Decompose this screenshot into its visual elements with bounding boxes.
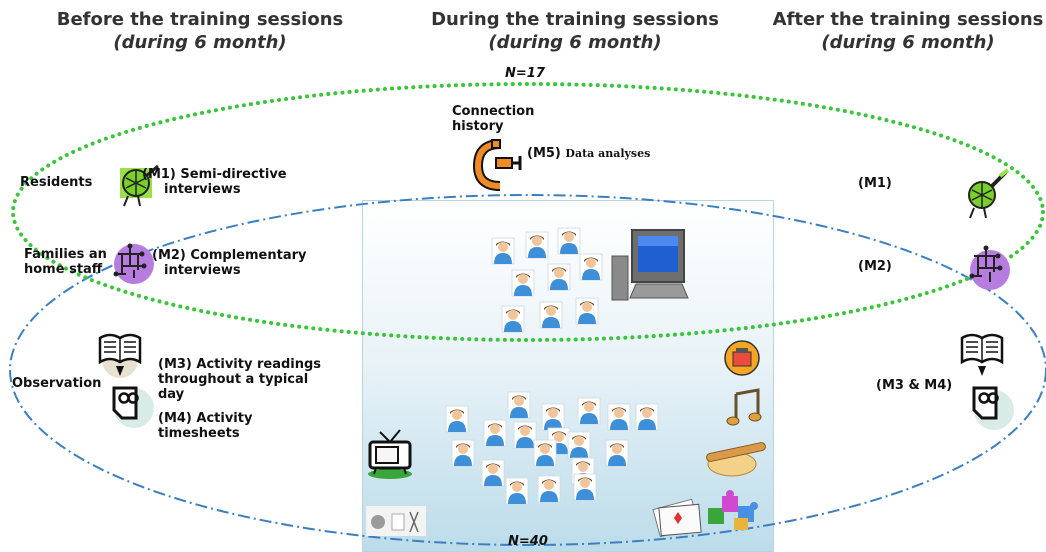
m4-label-line1: (M4) Activity xyxy=(158,411,253,426)
m1-label-line1: (M1) Semi-directive xyxy=(142,167,287,182)
computer-icon xyxy=(611,229,689,301)
m3-label-line2: throughout a typical xyxy=(158,372,309,387)
header-during: During the training sessions (during 6 m… xyxy=(410,8,740,54)
m3-label: (M3) Activity readings throughout a typi… xyxy=(158,357,321,402)
person-icon xyxy=(579,253,603,281)
person-icon xyxy=(635,403,659,431)
group-n40-label: N=40 xyxy=(508,534,548,549)
cards-icon xyxy=(652,498,702,538)
person-icon xyxy=(501,305,525,333)
right-m2-label: (M2) xyxy=(858,259,892,274)
person-icon xyxy=(483,419,507,447)
m5-text: Data analyses xyxy=(565,147,651,160)
person-icon xyxy=(481,459,505,487)
header-during-title: During the training sessions xyxy=(431,9,719,30)
residents-label: Residents xyxy=(20,175,93,190)
header-after-subtitle: (during 6 month) xyxy=(821,32,995,53)
music-icon xyxy=(726,388,762,426)
observation-label: Observation xyxy=(12,376,102,391)
book-icon-right xyxy=(960,333,1004,376)
book-icon xyxy=(98,333,142,378)
header-before: Before the training sessions (during 6 m… xyxy=(30,8,370,54)
person-icon xyxy=(575,297,599,325)
group-n17-ellipse xyxy=(11,82,1045,342)
m3-label-line1: (M3) Activity readings xyxy=(158,357,322,372)
header-during-subtitle: (during 6 month) xyxy=(488,32,662,53)
person-icon xyxy=(451,439,475,467)
camera-icon-right xyxy=(972,386,1014,430)
paint-icon xyxy=(724,340,760,376)
person-icon xyxy=(505,477,529,505)
header-before-subtitle: (during 6 month) xyxy=(113,32,287,53)
person-icon xyxy=(491,237,515,265)
person-icon xyxy=(537,475,561,503)
person-icon xyxy=(445,405,469,433)
m3-label-line3: day xyxy=(158,387,185,402)
m4-label-line2: timesheets xyxy=(158,426,240,441)
people-group-n40 xyxy=(445,391,659,505)
header-before-title: Before the training sessions xyxy=(56,9,344,30)
network-icon xyxy=(113,243,154,284)
microphone-icon xyxy=(120,164,159,207)
connection-history-line1: Connection xyxy=(452,104,535,119)
person-icon xyxy=(533,439,557,467)
group-n40-ellipse xyxy=(9,194,1046,546)
m5-label: (M5) Data analyses xyxy=(527,146,650,161)
right-m3m4-label: (M3 & M4) xyxy=(876,378,953,393)
tv-icon xyxy=(368,429,412,479)
person-icon xyxy=(541,403,565,431)
person-icon xyxy=(513,421,537,449)
connection-history-label: Connection history xyxy=(452,104,534,134)
person-icon xyxy=(577,397,601,425)
families-label: Families an home staff xyxy=(24,247,107,277)
person-icon xyxy=(507,391,531,419)
camera-tools-icon xyxy=(366,506,426,536)
m2-label: (M2) Complementary interviews xyxy=(152,248,306,278)
m4-label: (M4) Activity timesheets xyxy=(158,411,252,441)
group-n17-label: N=17 xyxy=(505,66,545,81)
m1-label: (M1) Semi-directive interviews xyxy=(142,167,287,197)
puzzle-icon xyxy=(708,490,758,530)
families-label-line2: home staff xyxy=(24,262,103,277)
baking-icon xyxy=(706,442,766,477)
network-icon-right xyxy=(969,245,1010,290)
m2-label-line1: (M2) Complementary xyxy=(152,248,307,263)
person-icon xyxy=(547,263,571,291)
people-group-n17 xyxy=(491,227,603,333)
clamp-icon xyxy=(472,139,522,191)
microphone-icon-right xyxy=(968,168,1010,219)
m2-label-line2: interviews xyxy=(164,263,241,278)
m1-label-line2: interviews xyxy=(164,182,241,197)
person-icon xyxy=(525,231,549,259)
connection-history-line2: history xyxy=(452,119,504,134)
header-after-title: After the training sessions xyxy=(772,9,1044,30)
person-icon xyxy=(557,227,581,255)
m5-code: (M5) xyxy=(527,146,561,161)
right-m1-label: (M1) xyxy=(858,176,892,191)
camera-icon xyxy=(112,386,154,428)
person-icon xyxy=(607,403,631,431)
person-icon xyxy=(573,473,597,501)
person-icon xyxy=(511,269,535,297)
person-icon xyxy=(605,439,629,467)
families-label-line1: Families an xyxy=(24,247,107,262)
person-icon xyxy=(567,431,591,459)
person-icon xyxy=(539,301,563,329)
header-after: After the training sessions (during 6 mo… xyxy=(770,8,1046,54)
